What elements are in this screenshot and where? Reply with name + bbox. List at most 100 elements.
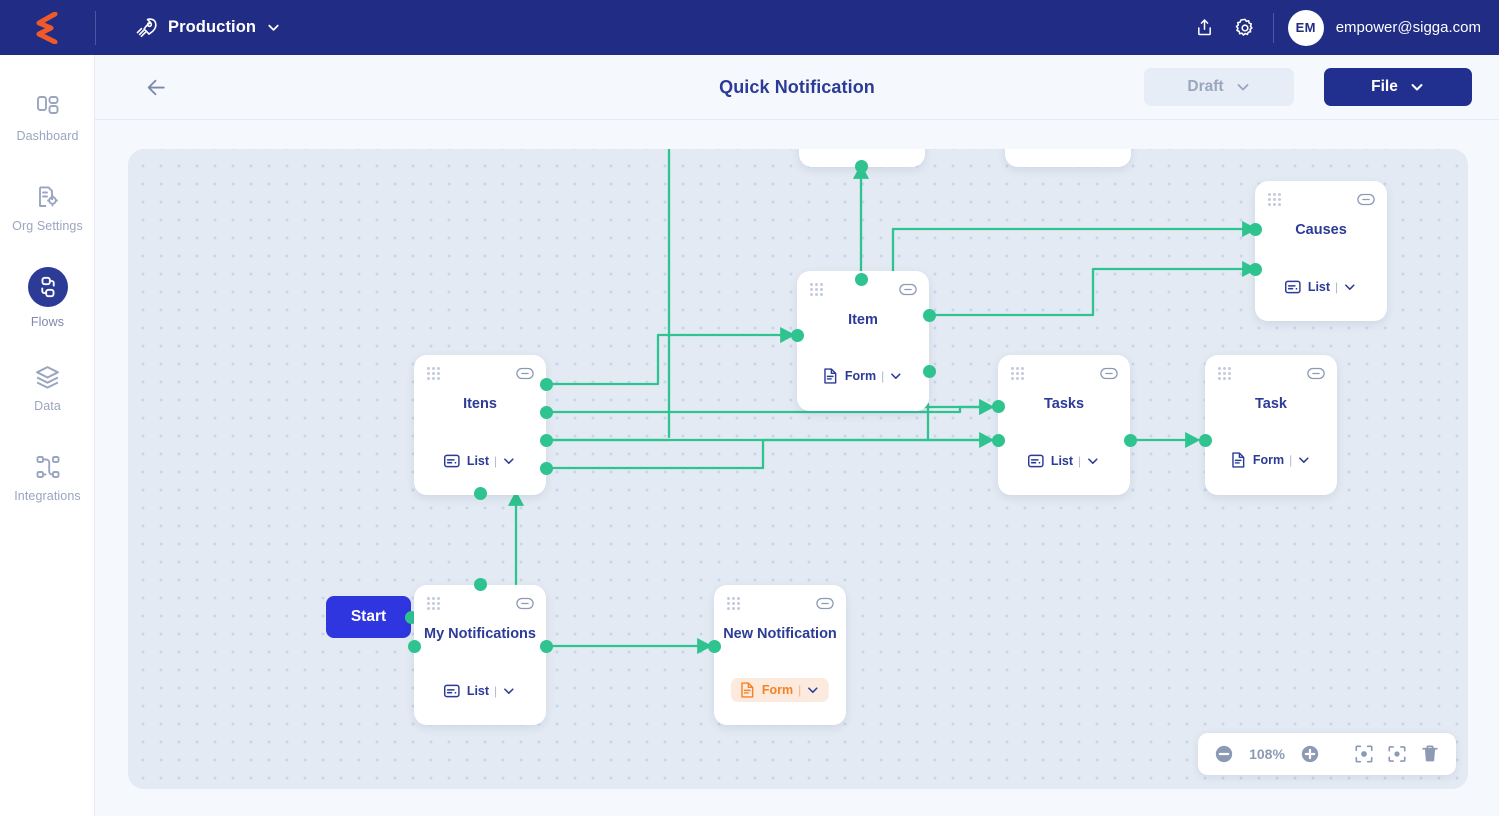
port-itens-out-2[interactable]	[540, 406, 553, 419]
link-collapse-icon[interactable]	[816, 597, 834, 610]
link-collapse-icon[interactable]	[1357, 193, 1375, 206]
trash-icon[interactable]	[1420, 744, 1440, 764]
file-dropdown-button[interactable]: File	[1324, 68, 1472, 106]
link-collapse-icon[interactable]	[516, 597, 534, 610]
drag-grip-icon[interactable]	[427, 597, 442, 610]
node-offscreen-top-b[interactable]	[1005, 149, 1131, 167]
settings-button[interactable]	[1225, 8, 1265, 48]
fit-view-icon[interactable]	[1354, 744, 1374, 764]
node-title: Tasks	[1043, 396, 1085, 412]
arrow-left-icon	[147, 79, 165, 95]
port-tasks-out[interactable]	[1124, 434, 1137, 447]
node-item[interactable]: Item Form |	[797, 271, 929, 411]
sidebar-item-label: Data	[34, 399, 61, 413]
drag-grip-icon[interactable]	[427, 367, 442, 380]
chevron-down-icon	[268, 24, 279, 31]
start-node[interactable]: Start	[326, 596, 411, 638]
port-item-top-in[interactable]	[855, 273, 868, 286]
top-bar: Production EM empower@sigga.	[0, 0, 1499, 55]
node-tasks[interactable]: Tasks List |	[998, 355, 1130, 495]
port-item-out-b[interactable]	[923, 365, 936, 378]
chevron-down-icon[interactable]	[1297, 453, 1311, 467]
badge-separator: |	[798, 683, 802, 697]
drag-grip-icon[interactable]	[1011, 367, 1026, 380]
drag-grip-icon[interactable]	[727, 597, 742, 610]
port-item-top[interactable]	[855, 160, 868, 173]
node-badge-tasks[interactable]: List |	[1019, 450, 1109, 472]
link-collapse-icon[interactable]	[516, 367, 534, 380]
environment-selector[interactable]: Production	[134, 16, 281, 40]
user-email: empower@sigga.com	[1335, 19, 1481, 36]
chevron-down-icon[interactable]	[806, 683, 820, 697]
port-task-in[interactable]	[1199, 434, 1212, 447]
sidebar-item-org-settings[interactable]: Org Settings	[0, 163, 95, 253]
zoom-level: 108%	[1249, 746, 1285, 762]
link-collapse-icon[interactable]	[1100, 367, 1118, 380]
list-icon	[443, 454, 460, 468]
sidebar-item-label: Org Settings	[12, 219, 83, 233]
port-causes-in-b[interactable]	[1249, 263, 1262, 276]
port-my-notifications-out[interactable]	[540, 640, 553, 653]
node-my-notifications[interactable]: My Notifications List |	[414, 585, 546, 725]
sidebar-item-integrations[interactable]: Integrations	[0, 433, 95, 523]
sigga-logo-icon	[36, 11, 57, 44]
node-new-notification[interactable]: New Notification Form |	[714, 585, 846, 725]
node-badge-causes[interactable]: List |	[1276, 276, 1366, 298]
sidebar-item-flows[interactable]: Flows	[0, 253, 95, 343]
port-tasks-in-a[interactable]	[992, 400, 1005, 413]
sidebar-item-dashboard[interactable]: Dashboard	[0, 73, 95, 163]
integrations-icon	[34, 453, 62, 481]
back-button[interactable]	[133, 64, 179, 110]
node-offscreen-top-a[interactable]	[799, 149, 925, 167]
chevron-down-icon[interactable]	[502, 454, 516, 468]
link-collapse-icon[interactable]	[899, 283, 917, 296]
port-itens-out-1[interactable]	[540, 378, 553, 391]
port-my-notifications-in[interactable]	[408, 640, 421, 653]
port-item-in-left[interactable]	[791, 329, 804, 342]
sidebar-item-data[interactable]: Data	[0, 343, 95, 433]
chevron-down-icon[interactable]	[502, 684, 516, 698]
port-item-out-a[interactable]	[923, 309, 936, 322]
node-badge-my-notifications[interactable]: List |	[435, 680, 525, 702]
link-collapse-icon[interactable]	[1307, 367, 1325, 380]
drag-grip-icon[interactable]	[1268, 193, 1283, 206]
focus-node-icon[interactable]	[1387, 744, 1407, 764]
badge-separator: |	[494, 454, 498, 468]
port-itens-out-4[interactable]	[540, 462, 553, 475]
avatar[interactable]: EM	[1287, 9, 1324, 46]
drag-grip-icon[interactable]	[1218, 367, 1233, 380]
drag-grip-icon[interactable]	[810, 283, 825, 296]
node-title: New Notification	[723, 626, 837, 642]
app-logo[interactable]	[0, 0, 95, 55]
flow-canvas[interactable]: Start Causes	[128, 149, 1468, 789]
port-new-notification-in[interactable]	[708, 640, 721, 653]
zoom-out-icon[interactable]	[1214, 744, 1234, 764]
node-itens[interactable]: Itens List |	[414, 355, 546, 495]
badge-separator: |	[1335, 280, 1339, 294]
sidebar: Dashboard Org Settings	[0, 55, 95, 816]
topbar-actions: EM empower@sigga.com	[1185, 0, 1481, 55]
node-badge-item[interactable]: Form |	[814, 364, 912, 388]
port-itens-bottom-in[interactable]	[474, 487, 487, 500]
org-settings-icon	[34, 183, 62, 211]
node-badge-label: List	[1307, 280, 1331, 294]
page-header-actions: Draft File	[1144, 68, 1472, 106]
node-badge-new-notification[interactable]: Form |	[730, 678, 830, 702]
node-causes[interactable]: Causes List |	[1255, 181, 1387, 321]
chevron-down-icon[interactable]	[1086, 454, 1100, 468]
chevron-down-icon[interactable]	[1343, 280, 1357, 294]
node-badge-itens[interactable]: List |	[435, 450, 525, 472]
port-itens-out-3[interactable]	[540, 434, 553, 447]
node-badge-label: List	[466, 454, 490, 468]
status-dropdown[interactable]: Draft	[1144, 68, 1294, 106]
node-badge-task[interactable]: Form |	[1222, 448, 1320, 472]
port-causes-in-a[interactable]	[1249, 223, 1262, 236]
node-badge-label: List	[466, 684, 490, 698]
port-my-notifications-top[interactable]	[474, 578, 487, 591]
node-task[interactable]: Task Form |	[1205, 355, 1337, 495]
zoom-in-icon[interactable]	[1300, 744, 1320, 764]
port-tasks-in-b[interactable]	[992, 434, 1005, 447]
share-button[interactable]	[1185, 8, 1225, 48]
share-upload-icon	[1198, 19, 1212, 36]
chevron-down-icon[interactable]	[889, 369, 903, 383]
